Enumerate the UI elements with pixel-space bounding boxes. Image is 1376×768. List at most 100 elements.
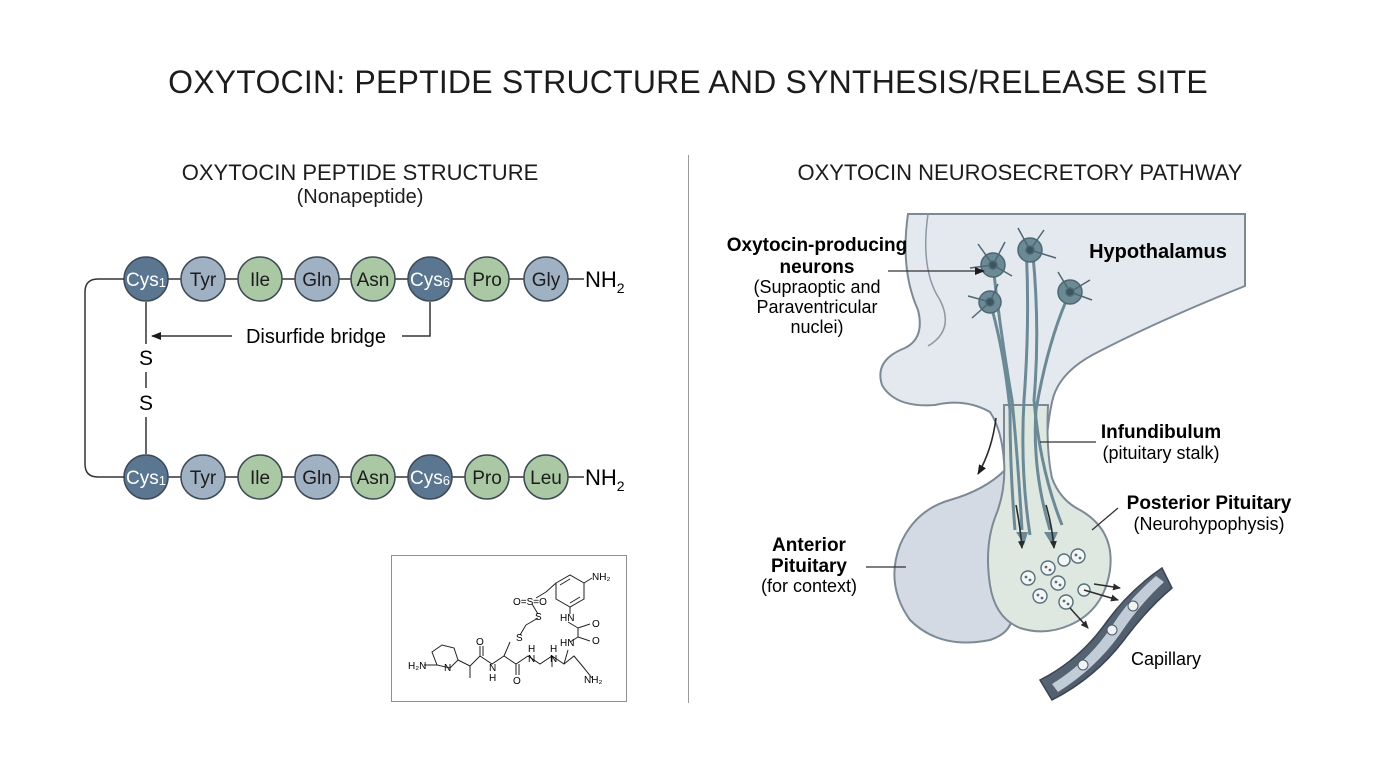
transport-arrow-terminal-1 <box>1015 504 1025 549</box>
chem-h-3: H <box>550 644 557 655</box>
label-posterior-pituitary: Posterior Pituitary <box>1127 493 1292 514</box>
hypothalamus-region <box>879 213 1246 463</box>
bottom-residue-label: Asn <box>357 468 390 489</box>
pathway-title: OXYTOCIN NEUROSECRETORY PATHWAY <box>797 160 1243 185</box>
bond-ring-nh2 <box>583 577 593 584</box>
top-residue-7: Pro <box>464 256 510 302</box>
peptide-structure-title: OXYTOCIN PEPTIDE STRUCTURE <box>181 160 539 185</box>
chem-n-ring: N <box>444 663 451 674</box>
neuron-4 <box>1057 271 1093 305</box>
chem-s-mid: S <box>535 612 542 623</box>
bottom-residue-circle <box>294 454 340 500</box>
label-neurons-sub-3: nuclei) <box>790 317 843 337</box>
hypothalamus-inner-contour <box>924 213 947 347</box>
axon-4 <box>988 301 1017 531</box>
axon-terminals <box>1016 532 1091 610</box>
top-residue-label: Asn <box>357 270 390 291</box>
sulfur-2: S <box>139 392 153 415</box>
top-residue-5: Asn <box>350 256 396 302</box>
bond-s-s <box>531 603 539 615</box>
top-residue-label: Cys1 <box>126 270 166 291</box>
bottom-residue-label: Pro <box>472 468 502 489</box>
peptide-structure-subtitle: (Nonapeptide) <box>296 186 424 208</box>
bottom-residue-4: Gln <box>294 454 340 500</box>
bond-c-hn2 <box>569 636 579 643</box>
label-leaders <box>866 267 1119 568</box>
bond-to-hn2 <box>563 649 569 665</box>
bond-c-o1 <box>577 623 591 629</box>
chem-o-2: O <box>592 636 600 647</box>
top-residue-label: Tyr <box>190 270 217 291</box>
axon-2 <box>1021 244 1032 536</box>
bottom-residue-3: Ile <box>237 454 283 500</box>
chem-n-1: N <box>489 663 496 674</box>
chemical-structure-box <box>391 555 627 702</box>
top-residue-label: Pro <box>472 270 502 291</box>
top-residue-circle <box>294 256 340 302</box>
bottom-residue-5: Asn <box>350 454 396 500</box>
top-residue-label: Ile <box>250 270 270 291</box>
bond-c-o2 <box>577 636 591 642</box>
sulfur-1: S <box>139 347 153 370</box>
bottom-residue-label: Cys1 <box>126 468 166 489</box>
release-arrow-3 <box>1093 583 1121 591</box>
bottom-residue-circle <box>180 454 226 500</box>
neuron-2 <box>1017 227 1057 263</box>
bond-ch2-s2 <box>503 641 511 657</box>
neuron-1 <box>969 241 1013 278</box>
transport-arrows <box>977 417 1057 549</box>
chem-nh2-ring: NH₂ <box>592 572 610 583</box>
benzene-ring <box>555 574 585 608</box>
top-residue-circle <box>180 256 226 302</box>
chem-h-2: H <box>528 644 535 655</box>
chem-sulfonyl: O=S=O <box>513 597 547 608</box>
bottom-residue-circle <box>350 454 396 500</box>
chem-n-2: N <box>528 654 535 665</box>
neuron-3 <box>967 283 1002 319</box>
benzene-double-1 <box>559 578 571 586</box>
bond-hn-c <box>567 621 579 629</box>
top-residue-label: Gly <box>532 270 561 291</box>
bottom-residue-circle <box>464 454 510 500</box>
bottom-residue-circle <box>407 454 453 500</box>
top-residue-3: Ile <box>237 256 283 302</box>
neuron-cell-bodies <box>967 227 1093 319</box>
top-residue-circle <box>350 256 396 302</box>
capillary-vesicles <box>1077 600 1139 671</box>
bottom-residue-label: Cys6 <box>410 468 450 489</box>
bond-c-s2 <box>519 624 527 636</box>
label-neurohypophysis: (Neurohypophysis) <box>1133 514 1284 534</box>
axon-5 <box>1031 254 1064 526</box>
label-neurons-sub-1: (Supraoptic and <box>753 277 880 297</box>
chain-top-nh2: NH2 <box>585 267 625 296</box>
top-residue-8: Gly <box>523 256 569 302</box>
chem-h2n: H₂N <box>408 661 426 672</box>
chem-hn-1: HN <box>560 613 574 624</box>
bottom-residue-circle <box>523 454 569 500</box>
chem-o-1: O <box>592 619 600 630</box>
top-residue-2: Tyr <box>180 256 226 302</box>
top-residue-4: Gln <box>294 256 340 302</box>
bond-ch2-s <box>535 591 547 599</box>
bottom-residue-7: Pro <box>464 454 510 500</box>
chem-h-1: H <box>489 673 496 684</box>
pathway-labels: Oxytocin-producing neurons (Supraoptic a… <box>727 235 1292 669</box>
bottom-residue-1: Cys1 <box>123 454 169 500</box>
page-title: OXYTOCIN: PEPTIDE STRUCTURE AND SYNTHESI… <box>168 64 1208 100</box>
chem-s-low: S <box>516 633 523 644</box>
transport-arrow-anterior <box>977 417 997 475</box>
top-residue-circle <box>523 256 569 302</box>
chem-nh2-end: NH₂ <box>584 675 602 686</box>
chain-loop-connector <box>84 278 124 478</box>
bottom-residue-circle <box>237 454 283 500</box>
release-arrow-2 <box>1069 607 1089 629</box>
vesicles <box>1020 548 1091 610</box>
chemical-structure-labels: NH₂ O=S=O S S HN O O HN H₂N N O N H O H … <box>408 572 610 687</box>
bottom-residue-2: Tyr <box>180 454 226 500</box>
transport-arrow-terminal-2 <box>1045 504 1057 549</box>
bridge-leader-right <box>402 302 431 337</box>
label-neurons-title-1: Oxytocin-producing <box>727 235 908 256</box>
terminal-2 <box>1044 532 1058 545</box>
release-arrow-1 <box>1083 589 1119 602</box>
